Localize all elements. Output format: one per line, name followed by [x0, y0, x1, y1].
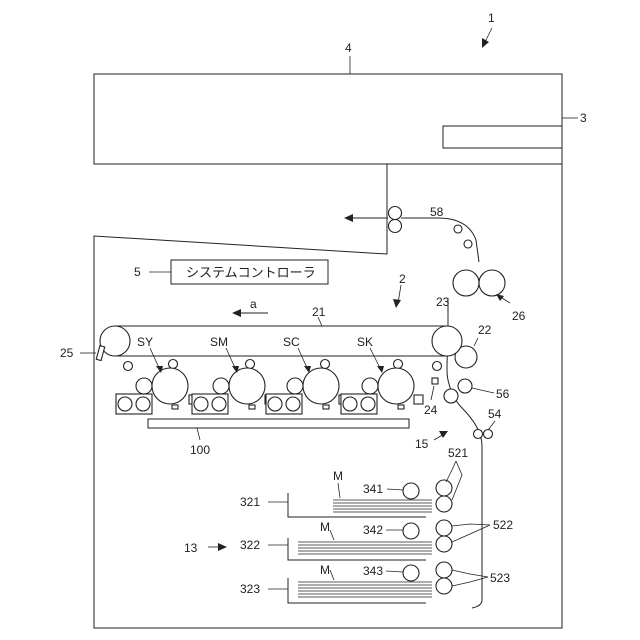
belt-cleaner: [96, 346, 104, 361]
station-sk: [341, 348, 423, 414]
label-media-1: M: [333, 469, 343, 483]
reader-housing: [94, 74, 578, 164]
belt-direction-arrow-icon: [232, 309, 241, 317]
label-roller-22: 22: [478, 323, 492, 337]
label-image-unit: 2: [399, 272, 406, 286]
fixing-rollers: [453, 270, 510, 303]
label-media-3: M: [320, 563, 330, 577]
label-reader-slot: 3: [580, 111, 587, 125]
station-sy: [116, 348, 198, 414]
reader-slot: [443, 126, 562, 148]
cassette-323: [268, 562, 452, 603]
rollers-54: [474, 421, 496, 439]
label-roller-56: 56: [496, 387, 510, 401]
label-transport: 15: [415, 437, 429, 451]
label-controller-text: システムコントローラ: [186, 265, 316, 280]
label-station-sk: SK: [357, 335, 373, 349]
label-pickup-341: 341: [363, 482, 383, 496]
cassette-321: [268, 480, 452, 517]
label-station-sm: SM: [210, 335, 228, 349]
label-feeder: 13: [184, 541, 198, 555]
label-roller-26: 26: [512, 309, 526, 323]
label-cleaner: 25: [60, 346, 74, 360]
label-exposure: 100: [190, 443, 210, 457]
exit-section: [344, 207, 428, 233]
label-feed-522: 522: [493, 518, 513, 532]
label-pickup-343: 343: [363, 564, 383, 578]
label-feed-521: 521: [448, 446, 468, 460]
station-sm: [192, 348, 274, 414]
label-sensor-24: 24: [424, 403, 438, 417]
label-controller-ref: 5: [134, 265, 141, 279]
label-cassette-322: 322: [240, 538, 260, 552]
label-roller-23: 23: [436, 295, 450, 309]
label-pickup-342: 342: [363, 523, 383, 537]
exposure-unit: [148, 419, 409, 428]
station-sc: [266, 348, 348, 414]
label-reader: 4: [345, 41, 352, 55]
label-apparatus: 1: [488, 11, 495, 25]
label-cassette-323: 323: [240, 582, 260, 596]
label-media-2: M: [320, 520, 330, 534]
label-feed-523: 523: [490, 571, 510, 585]
registration-rollers: [444, 379, 494, 403]
label-belt: 21: [312, 305, 326, 319]
label-station-sc: SC: [283, 335, 300, 349]
transfer-belt: [100, 309, 462, 356]
label-cassette-321: 321: [240, 495, 260, 509]
label-direction: a: [250, 297, 257, 311]
exit-arrow-icon: [344, 214, 353, 222]
sensor-24: [432, 378, 438, 384]
label-station-sy: SY: [137, 335, 153, 349]
label-roller-54: 54: [488, 407, 502, 421]
label-exit-58: 58: [430, 205, 444, 219]
cassette-322: [268, 520, 452, 560]
